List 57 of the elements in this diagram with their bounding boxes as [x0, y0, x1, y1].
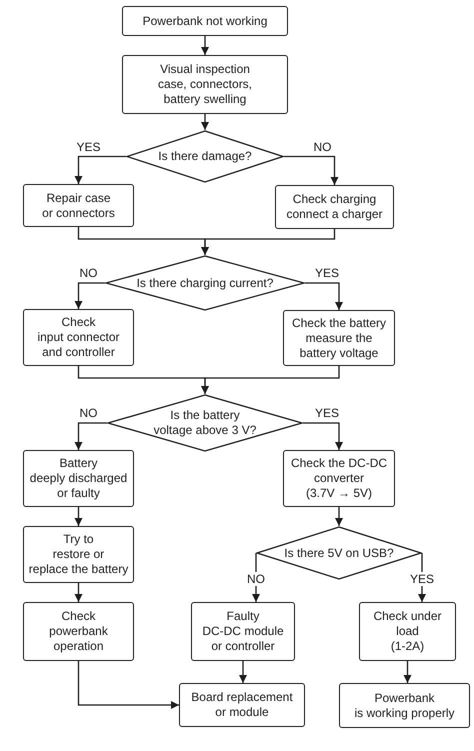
edge-label: NO — [246, 572, 266, 586]
flow-arrow — [335, 507, 343, 526]
flow-arrow — [74, 507, 82, 526]
flow-arrow — [74, 156, 126, 184]
flow-arrow — [201, 229, 336, 255]
box-text: Faulty DC-DC module or controller — [202, 609, 284, 654]
box-text: Check powerbank operation — [49, 609, 108, 654]
process-box — [23, 309, 134, 366]
flow-arrow — [305, 282, 343, 310]
process-box — [122, 6, 288, 36]
flow-arrow — [303, 422, 343, 450]
flow-arrow — [201, 114, 209, 130]
edge-label: YES — [409, 572, 435, 586]
process-box — [122, 55, 288, 114]
flow-arrow — [78, 661, 179, 709]
flow-arrow — [239, 661, 247, 683]
process-box — [23, 184, 134, 227]
edge-label: NO — [312, 140, 332, 154]
flow-arrow — [201, 36, 209, 55]
edge-label: YES — [76, 140, 102, 154]
process-box — [339, 683, 470, 728]
box-text: Check the battery measure the battery voltage — [292, 316, 386, 360]
decision-text: Is the battery voltage above 3 V? — [154, 408, 256, 438]
decision-text: Is there charging current? — [136, 276, 274, 290]
box-text: Battery deeply discharged or faulty — [30, 456, 128, 501]
edge-label: YES — [314, 406, 340, 420]
box-text: Check under load (1-2A) — [373, 609, 442, 654]
process-box — [23, 526, 134, 583]
flow-arrow — [252, 553, 260, 602]
flow-arrow — [74, 282, 105, 309]
process-box — [283, 450, 395, 507]
flow-arrow — [404, 661, 412, 683]
decision-text: Is there 5V on USB? — [284, 546, 394, 560]
box-text: Repair case or connectors — [42, 190, 115, 220]
decision-text: Is there damage? — [158, 149, 252, 164]
box-text: Powerbank not working — [142, 14, 268, 28]
box-text: Board replacement or module — [191, 690, 293, 720]
process-box — [23, 602, 134, 661]
edge-label: NO — [78, 406, 98, 420]
box-text: Try to restore or replace the battery — [28, 532, 128, 577]
edge-label: YES — [314, 266, 340, 280]
flow-arrow — [284, 156, 338, 185]
process-box — [275, 185, 394, 229]
box-text: Check the DC-DC converter (3.7V → 5V) — [290, 456, 388, 501]
box-text: Check input connector and controller — [37, 315, 120, 360]
process-box — [359, 602, 456, 661]
process-box — [283, 310, 395, 366]
process-box — [179, 683, 305, 727]
edge-label: NO — [78, 266, 98, 280]
box-text: Powerbank is working properly — [354, 690, 455, 720]
flow-arrow — [201, 366, 340, 394]
flow-arrow — [74, 583, 82, 602]
process-box — [191, 602, 295, 661]
flow-arrow — [74, 422, 107, 450]
process-box — [23, 450, 134, 507]
box-text: Visual inspection case, connectors, battery swelling — [158, 62, 252, 107]
box-text: Check charging connect a charger — [286, 192, 383, 222]
